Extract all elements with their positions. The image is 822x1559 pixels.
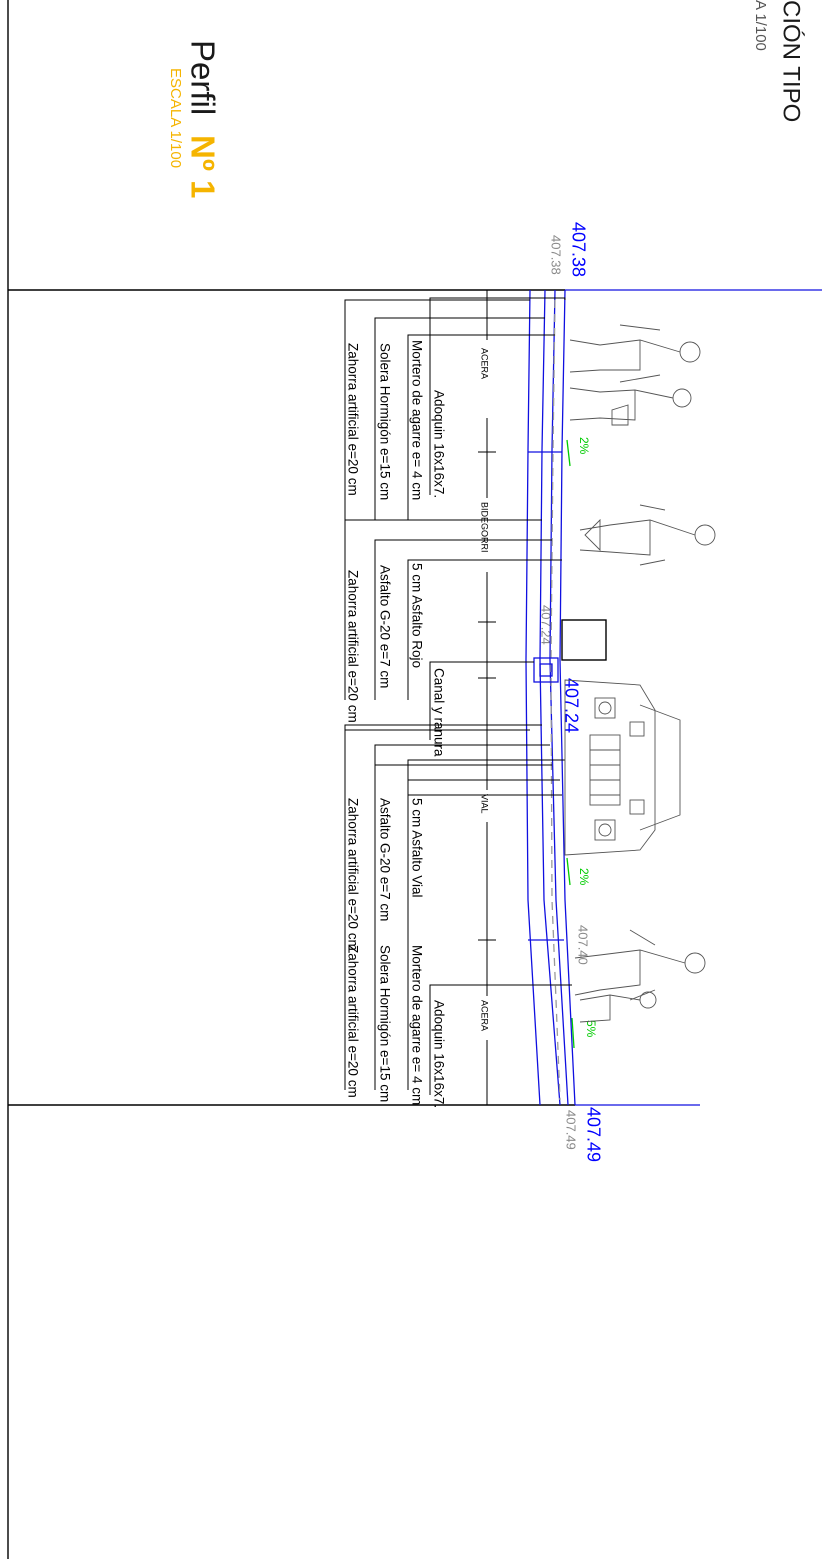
level-label-bottom-gray: 407.49 bbox=[564, 1110, 579, 1150]
slope-label-vial: 2% bbox=[577, 868, 591, 886]
label-bidegorri-2: Asfalto G-20 e=7 cm bbox=[377, 565, 392, 688]
label-vial-2: Asfalto G-20 e=7 cm bbox=[377, 798, 392, 921]
zone-label-bg-4 bbox=[480, 996, 494, 1040]
label-acera-left-2: Mortero de agarre e= 4 cm bbox=[409, 340, 424, 500]
layer-line-2 bbox=[539, 289, 561, 1106]
zone-label-bg-2 bbox=[480, 498, 494, 572]
layer-line-1 bbox=[549, 289, 569, 1106]
level-label-mid-gray: 407.40 bbox=[576, 925, 591, 965]
level-label-top-blue: 407.38 bbox=[568, 222, 588, 277]
label-vial-3: Zahorra artificial e=20 cm bbox=[345, 798, 360, 951]
label-bidegorri-1: 5 cm Asfalto Rojo bbox=[409, 563, 424, 668]
car-front-elevation bbox=[564, 679, 681, 856]
label-bidegorri-3: Zahorra artificial e=20 cm bbox=[345, 570, 360, 723]
slope-arrow-vial bbox=[566, 857, 571, 886]
leaders-acera-right bbox=[344, 729, 572, 1095]
label-acera-right-4: Zahorra artificial e=20 cm bbox=[345, 945, 360, 1098]
level-label-bottom-blue: 407.49 bbox=[583, 1107, 603, 1162]
street-furniture-box bbox=[561, 619, 607, 661]
level-label-channel-blue: 407.24 bbox=[561, 678, 581, 733]
profile-title-number: Nº 1 bbox=[184, 135, 221, 198]
leader-channel bbox=[429, 661, 534, 740]
zone-label-acera-right: ACERA bbox=[480, 1000, 490, 1031]
label-acera-right-3: Solera Hormigón e=15 cm bbox=[377, 945, 392, 1102]
slope-label-acera-right: 5% bbox=[584, 1020, 598, 1038]
slope-label-bidegorri: 2% bbox=[577, 437, 591, 455]
channel-box bbox=[533, 657, 559, 683]
zone-label-bg-1 bbox=[480, 340, 494, 418]
pavement-layers bbox=[525, 289, 576, 1106]
profile-title: Perfil Nº 1 bbox=[184, 40, 221, 198]
slope-arrow-bidegorri bbox=[566, 439, 571, 467]
slope-arrow-acera-right bbox=[571, 1017, 575, 1049]
label-acera-left-4: Zahorra artificial e=20 cm bbox=[345, 343, 360, 496]
label-vial-1: 5 cm Asfalto Vial bbox=[409, 798, 424, 898]
label-acera-left-3: Solera Hormigón e=15 cm bbox=[377, 343, 392, 500]
label-acera-right-1: Adoquin 16x16x7. bbox=[431, 1000, 446, 1108]
cyclist-figure bbox=[579, 504, 716, 566]
zone-label-acera-left: ACERA bbox=[480, 348, 490, 379]
label-acera-left-1: Adoquin 16x16x7. bbox=[431, 390, 446, 498]
pedestrian-figures-right bbox=[574, 929, 706, 1023]
profile-scale: ESCALA 1/100 bbox=[167, 68, 184, 168]
surface-line bbox=[559, 289, 576, 1106]
section-title: CIÓN TIPO bbox=[778, 0, 805, 122]
zone-label-vial: VIAL bbox=[480, 794, 490, 814]
layer-line-3 bbox=[525, 289, 541, 1106]
leaders-acera-left bbox=[344, 297, 566, 520]
profile-title-prefix: Perfil bbox=[184, 40, 221, 115]
channel-slot bbox=[539, 663, 553, 677]
leaders-bidegorri bbox=[344, 519, 562, 700]
section-scale: A 1/100 bbox=[752, 0, 769, 51]
zone-label-bg-3 bbox=[480, 790, 494, 822]
label-acera-right-2: Mortero de agarre e= 4 cm bbox=[409, 945, 424, 1105]
label-channel: Canal y ranura bbox=[431, 668, 446, 757]
existing-ground-line bbox=[550, 299, 561, 1101]
pedestrian-figures-left bbox=[569, 324, 701, 426]
level-label-top-gray: 407.38 bbox=[549, 235, 564, 275]
zone-label-bidegorri: BIDEGORRI bbox=[480, 502, 490, 553]
